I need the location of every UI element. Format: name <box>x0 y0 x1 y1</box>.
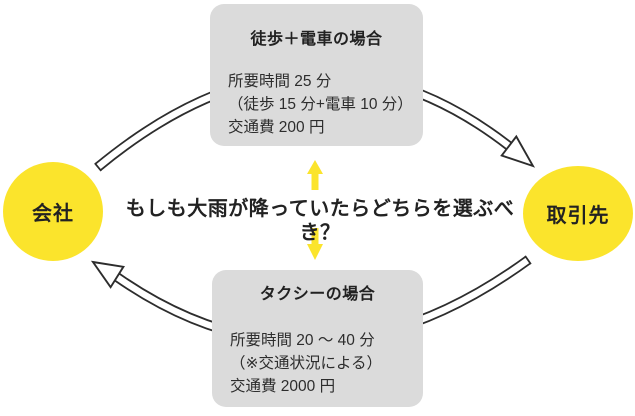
node-client-label: 取引先 <box>546 205 610 227</box>
node-client: 取引先 <box>523 166 633 261</box>
question-text: もしも大雨が降っていたらどちらを選ぶべき？ <box>125 198 515 244</box>
yellow-arrow-up-icon <box>307 160 323 190</box>
option-line-note: （※交通状況による） <box>230 355 383 372</box>
yellow-arrow-down-icon <box>307 228 323 260</box>
option-title: 徒歩＋電車の場合 <box>250 31 383 48</box>
option-line-fare: 交通費 2000 円 <box>230 378 336 395</box>
option-line-duration: 所要時間 20 〜 40 分 <box>230 332 375 349</box>
option-line-duration: 所要時間 25 分 <box>228 73 332 90</box>
node-company-label: 会社 <box>32 203 74 225</box>
option-details: 所要時間 20 〜 40 分 （※交通状況による） 交通費 2000 円 <box>212 329 423 398</box>
option-card-walk-train: 徒歩＋電車の場合 所要時間 25 分 （徒歩 15 分+電車 10 分） 交通費… <box>210 4 423 146</box>
option-card-taxi: タクシーの場合 所要時間 20 〜 40 分 （※交通状況による） 交通費 20… <box>212 270 423 407</box>
node-company: 会社 <box>3 162 103 261</box>
option-line-fare: 交通費 200 円 <box>228 119 325 136</box>
option-line-breakdown: （徒歩 15 分+電車 10 分） <box>228 96 413 113</box>
option-details: 所要時間 25 分 （徒歩 15 分+電車 10 分） 交通費 200 円 <box>210 70 423 139</box>
option-title: タクシーの場合 <box>259 286 376 303</box>
